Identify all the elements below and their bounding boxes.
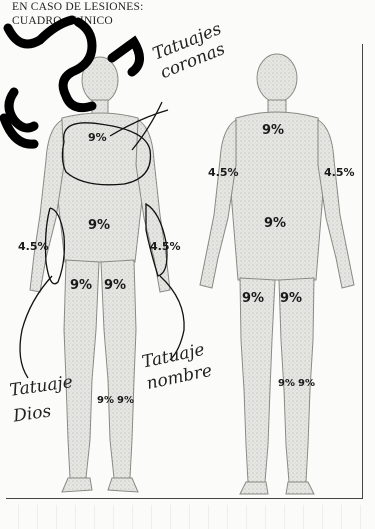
front-shin-left-pct: 9%: [97, 395, 114, 406]
back-calf-left-pct: 9%: [278, 378, 295, 389]
back-arm-left-pct: 4.5%: [208, 166, 239, 179]
front-thigh-right-pct: 9%: [104, 278, 126, 293]
front-chest-pct: 9%: [88, 131, 107, 144]
annotation-tattoo-dios: Tatuaje Dios: [8, 370, 75, 430]
scan-noise-strip: [0, 505, 375, 529]
back-body-figure: [200, 54, 354, 494]
back-arm-right-pct: 4.5%: [324, 166, 355, 179]
back-thigh-left-pct: 9%: [242, 291, 264, 306]
front-shin-right-pct: 9%: [117, 395, 134, 406]
front-abdomen-pct: 9%: [88, 218, 110, 233]
back-calf-right-pct: 9%: [298, 378, 315, 389]
front-arm-left-pct: 4.5%: [18, 240, 49, 253]
back-lower-pct: 9%: [264, 216, 286, 231]
back-upper-pct: 9%: [262, 123, 284, 138]
front-thigh-left-pct: 9%: [70, 278, 92, 293]
front-arm-right-pct: 4.5%: [150, 240, 181, 253]
front-body-figure: [30, 57, 170, 492]
back-thigh-right-pct: 9%: [280, 291, 302, 306]
